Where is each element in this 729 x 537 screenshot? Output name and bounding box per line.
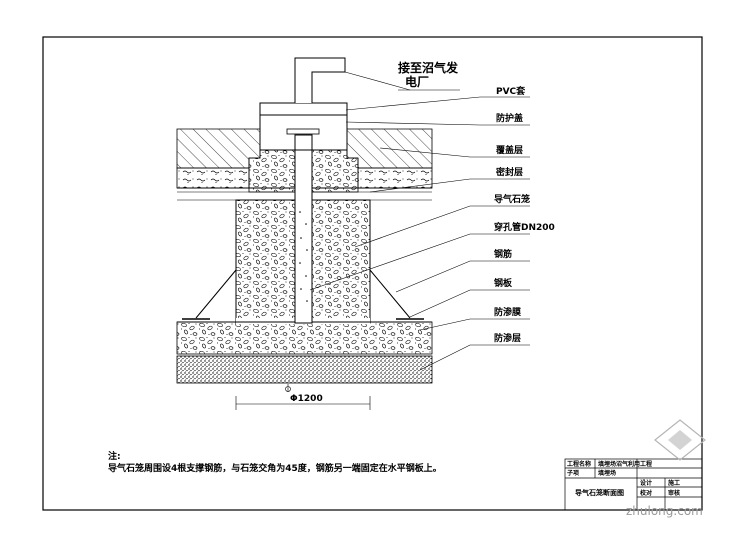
watermark: zhulong.com [626,419,706,518]
label-seepage-layer: 防渗层 [494,332,521,344]
label-sealing-layer: 密封层 [495,166,523,178]
layer-labels: PVC套 防护盖 覆盖层 密封层 导气石笼 穿孔管DN200 钢筋 钢板 防渗膜… [494,85,555,344]
leader-lines [309,96,530,371]
perforated-pipe [294,134,313,324]
svg-text:zhulong.com: zhulong.com [626,504,703,518]
outlet-pipe [294,57,346,103]
note-title: 注: [108,450,121,462]
title-block [564,458,703,511]
drawing-frame [42,36,703,511]
anti-seepage-membrane [176,321,433,355]
sealing-layer [176,167,433,193]
note-text: 导气石笼周围设4根支撑钢筋，与石笼交角为45度，钢筋另一端固定在水平钢板上。 [108,462,442,474]
label-rebar: 钢筋 [494,248,512,260]
tb-project-name: 填埋场沼气利用工程 [598,460,652,468]
destination-label-line2: 电厂 [405,74,429,89]
tb-subitem-label: 子项 [567,469,579,477]
anti-seepage-layer [176,355,433,384]
dimension-line [235,384,371,410]
tb-design: 设计 [640,479,652,487]
label-perforated-pipe: 穿孔管DN200 [494,221,555,233]
destination-label: 接至沼气发 [398,60,459,75]
label-covering-layer: 覆盖层 [496,144,523,156]
label-membrane: 防渗膜 [494,306,522,318]
label-protective-cover: 防护盖 [496,112,523,124]
label-pvc-sleeve: PVC套 [496,85,526,97]
tb-project-name-label: 工程名称 [567,460,591,468]
tb-subitem: 填埋场 [598,469,616,477]
tb-grade: 施工 [668,479,680,487]
support-rebar [195,269,411,319]
label-steel-plate: 钢板 [494,277,513,289]
covering-layer [176,128,433,169]
protective-cover [259,102,348,151]
dimension-text: Φ1200 [290,394,323,404]
tb-review: 审核 [668,489,680,497]
tb-drawing-title: 导气石笼断面图 [575,488,624,497]
label-gravel-cage: 导气石笼 [494,193,530,205]
tb-check: 校对 [640,489,652,497]
